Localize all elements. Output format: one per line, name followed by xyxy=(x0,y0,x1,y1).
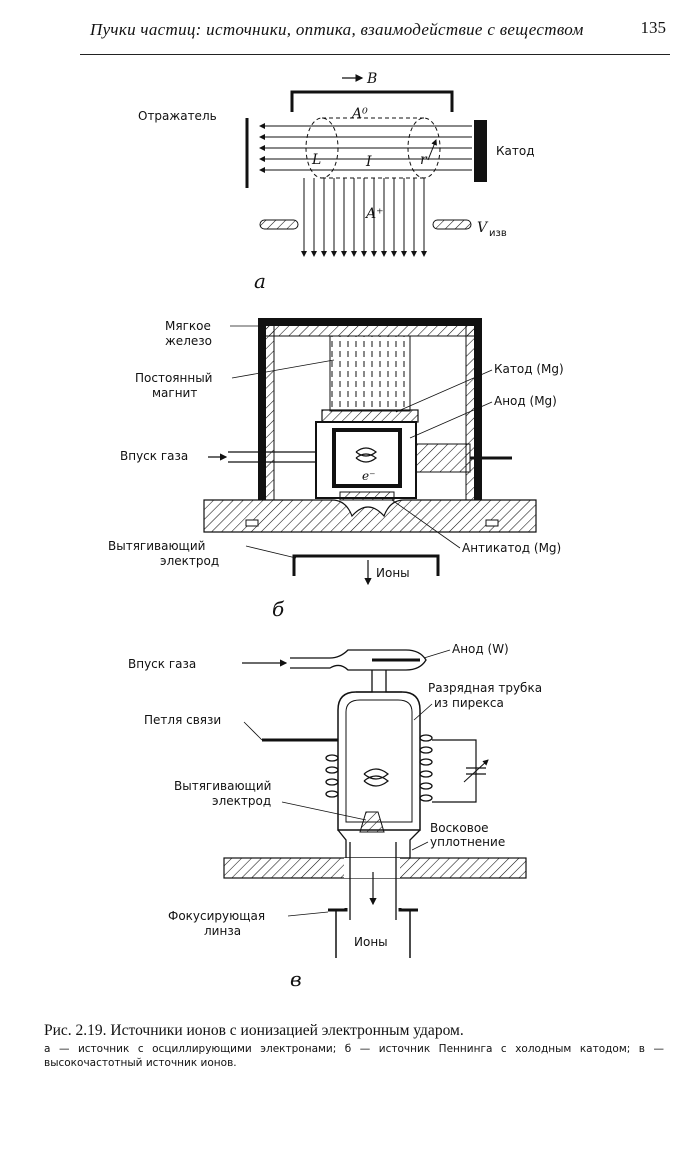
anode-ring xyxy=(332,428,402,488)
page-number: 135 xyxy=(640,18,667,37)
ions-label-c: Ионы xyxy=(354,935,388,949)
length-label: L xyxy=(311,152,321,168)
extract-electrode-left xyxy=(259,219,299,230)
b-field-symbol: B xyxy=(366,71,377,87)
soft-iron-label-2: железо xyxy=(165,334,212,348)
tube-label-1: Разрядная трубка xyxy=(428,681,542,695)
lens-body xyxy=(335,910,411,958)
wax-label-1: Восковое xyxy=(430,821,489,835)
running-header: Пучки частиц: источники, оптика, взаимод… xyxy=(80,14,670,55)
panel-a-letter: а xyxy=(254,269,266,293)
cathode-label: Катод xyxy=(496,144,535,158)
extract-label-c-2: электрод xyxy=(212,794,271,808)
panel-b: e⁻ Мягкое железо Постоянный магнит Впуск… xyxy=(108,318,564,621)
radius-arrow xyxy=(427,139,437,161)
extract-label-c-1: Вытягивающий xyxy=(174,779,271,793)
figure-diagram: B A⁰ I r L Отражатель Катод xyxy=(108,71,564,991)
extract-label-b-2: электрод xyxy=(160,554,219,568)
soft-iron-left xyxy=(261,321,275,501)
extract-leader-b xyxy=(245,545,297,559)
caption-sub: а — источник с осциллирующими электронам… xyxy=(44,1043,664,1069)
discharge-tube xyxy=(337,691,421,831)
extract-electrode-b xyxy=(292,554,440,576)
extract-leader-c xyxy=(281,801,367,821)
anticathode-label: Антикатод (Mg) xyxy=(462,541,561,555)
figure-caption: Рис. 2.19. Источники ионов с ионизацией … xyxy=(44,1022,664,1070)
loop-leader xyxy=(243,721,263,741)
anticathode xyxy=(339,491,395,501)
electron-beams xyxy=(259,123,472,173)
magnet-label-2: магнит xyxy=(152,386,197,400)
panel-c-letter: в xyxy=(290,967,302,991)
rf-leads xyxy=(432,739,477,803)
loop-label: Петля связи xyxy=(144,713,221,727)
gas-inlet-label-b: Впуск газа xyxy=(120,449,188,463)
tube-leader xyxy=(413,703,433,721)
anode-label-b: Анод (Mg) xyxy=(494,394,557,408)
capacitor-arrow xyxy=(463,759,489,783)
extract-label-b-1: Вытягивающий xyxy=(108,539,205,553)
current-label: I xyxy=(365,154,372,170)
cathode-cap xyxy=(321,409,419,423)
magnet-label-1: Постоянный xyxy=(135,371,212,385)
anode-leader-b xyxy=(409,401,493,439)
caption-main: Рис. 2.19. Источники ионов с ионизацией … xyxy=(44,1022,464,1039)
base-plate-gap xyxy=(344,858,400,878)
electron-spiral xyxy=(355,447,377,463)
lens-leader xyxy=(287,911,329,917)
anode-label-c: Анод (W) xyxy=(452,642,509,656)
discharge-tube-inner xyxy=(345,699,413,823)
lens-rim xyxy=(328,908,418,912)
rf-coil-right xyxy=(419,734,433,802)
extract-electrode-right xyxy=(432,219,472,230)
base-slot-right xyxy=(485,519,499,527)
magnet-leader xyxy=(231,359,335,379)
anode-leader-c xyxy=(423,649,451,659)
lens-label-1: Фокусирующая xyxy=(168,909,265,923)
plasma-spiral xyxy=(363,768,389,787)
anticathode-leader xyxy=(391,499,461,549)
panel-a: B A⁰ I r L Отражатель Катод xyxy=(138,71,535,293)
tube-label-2: из пирекса xyxy=(434,696,504,710)
v-extract-subscript: изв xyxy=(489,228,507,239)
base-slot-left xyxy=(245,519,259,527)
ion-beams xyxy=(301,178,427,257)
wax-label-2: уплотнение xyxy=(430,835,505,849)
panel-c: Впуск газа Анод (W) Разрядная трубка из … xyxy=(128,642,542,991)
rf-coil-left xyxy=(325,754,339,798)
panel-b-letter: б xyxy=(272,597,285,621)
cathode-label-b: Катод (Mg) xyxy=(494,362,564,376)
figure-2-19: B A⁰ I r L Отражатель Катод xyxy=(0,60,688,1020)
electron-label: e⁻ xyxy=(362,469,375,483)
base-plate xyxy=(203,499,537,533)
cathode-leader-b xyxy=(395,369,493,413)
gas-inlet-label-c: Впуск газа xyxy=(128,657,196,671)
ion-tube xyxy=(349,842,397,920)
extract-electrode-c xyxy=(359,811,385,833)
tube-neck xyxy=(356,670,402,693)
neutral-label: A⁰ xyxy=(350,106,368,122)
soft-iron-label-1: Мягкое xyxy=(165,319,211,333)
permanent-magnet xyxy=(329,335,411,412)
v-extract-symbol: V xyxy=(477,220,489,236)
gas-inlet-tube-c xyxy=(290,649,427,671)
running-title: Пучки частиц: источники, оптика, взаимод… xyxy=(90,20,584,39)
cathode-block xyxy=(474,120,487,182)
reflector-label: Отражатель xyxy=(138,109,217,123)
top-electrode xyxy=(290,90,454,112)
anode-insulator xyxy=(416,443,471,473)
lens-label-2: линза xyxy=(204,924,241,938)
soft-iron-top xyxy=(261,321,479,337)
ion-label: A⁺ xyxy=(364,206,384,222)
ions-label-b: Ионы xyxy=(376,566,410,580)
radius-label: r xyxy=(420,152,428,168)
wax-leader xyxy=(411,841,429,851)
